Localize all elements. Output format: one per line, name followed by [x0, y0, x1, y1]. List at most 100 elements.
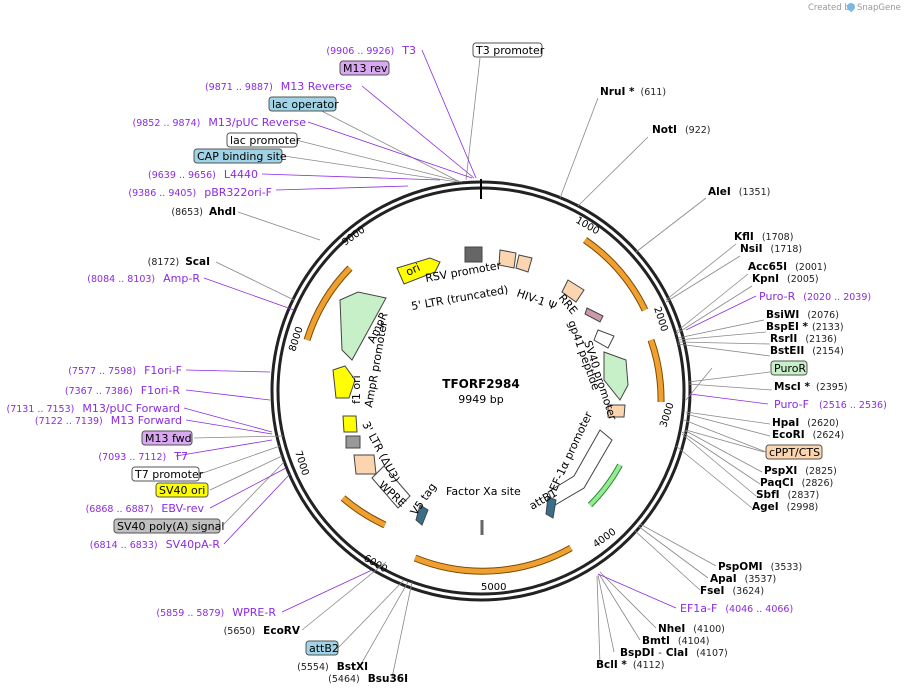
svg-text:(9386 .. 9405)pBR322ori-F: (9386 .. 9405)pBR322ori-F	[128, 186, 272, 199]
enzymes-left: (8653)AhdI (8172)ScaI (5650)EcoRV (5554)…	[148, 206, 408, 685]
svg-text:Acc65I(2001): Acc65I(2001)	[748, 261, 827, 273]
svg-text:FseI(3624): FseI(3624)	[700, 585, 764, 597]
rre-small-shape	[515, 254, 533, 273]
sv40-promoter-shape	[593, 329, 615, 349]
label-5ltr: 5' LTR (truncated)	[410, 283, 509, 313]
tick-4000: 4000	[591, 527, 618, 551]
svg-text:(6868 .. 6887)EBV-rev: (6868 .. 6887)EBV-rev	[86, 502, 205, 515]
svg-text:(8172)ScaI: (8172)ScaI	[148, 256, 210, 268]
ori-arrow-shape	[396, 257, 441, 285]
box-lac-promoter: lac promoter	[230, 134, 301, 147]
primers-left: (9906 .. 9926)T3 (9871 .. 9887)M13 Rever…	[6, 44, 416, 619]
svg-text:(9871 .. 9887)M13 Reverse: (9871 .. 9887)M13 Reverse	[205, 80, 352, 93]
box-cap-site: CAP binding site	[197, 150, 287, 163]
orf-arcs	[303, 237, 665, 575]
wpre-shape	[371, 465, 411, 509]
box-t7-promoter: T7 promoter	[134, 468, 204, 481]
inner-feature-shapes	[332, 246, 629, 535]
credit-prefix: Created by	[808, 3, 855, 13]
svg-text:KflI(1708): KflI(1708)	[734, 231, 793, 243]
v5-shape	[415, 504, 429, 526]
tick-5000: 5000	[481, 582, 506, 593]
svg-text:(7122 .. 7139)M13 Forward: (7122 .. 7139)M13 Forward	[35, 414, 182, 427]
svg-text:ApaI(3537): ApaI(3537)	[710, 573, 776, 585]
box-sv40-polya: SV40 poly(A) signal	[117, 520, 224, 533]
box-attb2: attB2	[309, 642, 339, 655]
svg-text:(6814 .. 6833)SV40pA-R: (6814 .. 6833)SV40pA-R	[90, 538, 221, 551]
attb1-shape	[545, 496, 557, 519]
label-f1-ori: f1 ori	[350, 375, 363, 404]
svg-text:BspEI *(2133): BspEI *(2133)	[766, 321, 844, 333]
box-lac-operator: lac operator	[272, 98, 339, 111]
box-sv40-ori: SV40 ori	[159, 484, 205, 497]
tick-3000: 3000	[658, 401, 676, 429]
svg-text:BspDI-ClaI(4107): BspDI-ClaI(4107)	[620, 647, 728, 659]
svg-text:AleI(1351): AleI(1351)	[708, 186, 770, 198]
svg-text:SbfI(2837): SbfI(2837)	[756, 489, 819, 501]
ampr-shape	[339, 291, 387, 361]
svg-text:(8084 .. 8103)Amp-R: (8084 .. 8103)Amp-R	[87, 272, 200, 285]
ltr3-shape	[353, 454, 377, 475]
svg-text:EF1a-F(4046 .. 4066): EF1a-F(4046 .. 4066)	[680, 602, 793, 615]
plasmid-name: TFORF2984	[442, 377, 519, 391]
svg-text:AgeI(2998): AgeI(2998)	[752, 501, 818, 513]
svg-text:PaqCI(2826): PaqCI(2826)	[760, 477, 833, 489]
svg-text:KpnI(2005): KpnI(2005)	[752, 273, 819, 285]
enzymes-right: NruI *(611) NotI(922) AleI(1351) KflI(17…	[596, 86, 848, 671]
box-m13-rev: M13 rev	[343, 62, 388, 75]
label-ori: ori	[404, 261, 422, 279]
gp41-shape	[584, 307, 604, 323]
tick-9000: 9000	[340, 225, 367, 249]
svg-text:(9906 .. 9926)T3: (9906 .. 9926)T3	[326, 44, 416, 57]
svg-text:BstEII(2154): BstEII(2154)	[770, 345, 844, 357]
puro-shape	[603, 351, 629, 401]
primers-right: Puro-R(2020 .. 2039) Puro-F(2516 .. 2536…	[680, 290, 887, 615]
svg-text:(5464)Bsu36I: (5464)Bsu36I	[328, 673, 408, 685]
credit-brand: SnapGene	[857, 3, 901, 13]
svg-text:NruI *(611): NruI *(611)	[600, 86, 666, 98]
tick-8000: 8000	[287, 325, 305, 353]
svg-text:Puro-R(2020 .. 2039): Puro-R(2020 .. 2039)	[759, 290, 871, 303]
svg-text:(7093 .. 7112)T7: (7093 .. 7112)T7	[98, 450, 188, 463]
box-t3-promoter: T3 promoter	[475, 44, 545, 57]
svg-text:Puro-F(2516 .. 2536): Puro-F(2516 .. 2536)	[774, 398, 887, 411]
backbone-outer-ring	[270, 180, 692, 602]
svg-text:(5859 .. 5879)WPRE-R: (5859 .. 5879)WPRE-R	[156, 606, 276, 619]
f1-ori-shape	[332, 365, 356, 399]
box-cppt: cPPT/CTS	[769, 446, 820, 459]
label-hiv-psi: HIV-1 Ψ	[515, 287, 559, 314]
sv40ori-shape	[342, 415, 358, 433]
svg-text:MscI *(2395): MscI *(2395)	[774, 381, 848, 393]
svg-text:(7131 .. 7153)M13/pUC Forward: (7131 .. 7153)M13/pUC Forward	[6, 402, 180, 415]
svg-text:(9639 .. 9656)L4440: (9639 .. 9656)L4440	[148, 168, 258, 181]
primer-leader-lines	[175, 49, 769, 613]
rsv-block-shape	[464, 246, 483, 263]
svg-text:HpaI(2620): HpaI(2620)	[772, 417, 839, 429]
svg-text:BclI *(4112): BclI *(4112)	[596, 659, 664, 671]
svg-text:(8653)AhdI: (8653)AhdI	[171, 206, 236, 218]
svg-text:NheI(4100): NheI(4100)	[658, 623, 725, 635]
box-m13-fwd: M13 fwd	[145, 432, 192, 445]
svg-text:(5554)BstXI: (5554)BstXI	[297, 661, 368, 673]
cppt-shape	[607, 404, 626, 418]
svg-text:(5650)EcoRV: (5650)EcoRV	[224, 625, 301, 637]
svg-text:PspOMI(3533): PspOMI(3533)	[718, 561, 802, 573]
box-puror: PuroR	[774, 362, 806, 375]
label-factor-xa: Factor Xa site	[446, 485, 521, 498]
svg-text:BsiWI(2076): BsiWI(2076)	[766, 309, 839, 321]
snapgene-logo-icon	[847, 3, 855, 11]
svg-text:BmtI(4104): BmtI(4104)	[642, 635, 709, 647]
boxed-labels: T3 promoter M13 rev lac operator lac pro…	[113, 42, 823, 656]
svg-text:(7367 .. 7386)F1ori-R: (7367 .. 7386)F1ori-R	[65, 384, 180, 397]
svg-text:NsiI(1718): NsiI(1718)	[740, 243, 802, 255]
svg-text:(9852 .. 9874)M13/pUC Reverse: (9852 .. 9874)M13/pUC Reverse	[133, 116, 307, 129]
svg-text:(7577 .. 7598)F1ori-F: (7577 .. 7598)F1ori-F	[68, 364, 182, 377]
leader-lines	[193, 57, 773, 679]
psi-block-shape	[498, 249, 517, 269]
plasmid-size: 9949 bp	[458, 393, 503, 406]
svg-text:NotI(922): NotI(922)	[652, 124, 710, 136]
rre-shape	[561, 279, 585, 303]
svg-text:RsrII(2136): RsrII(2136)	[770, 333, 837, 345]
sv40pa-shape	[345, 435, 361, 449]
